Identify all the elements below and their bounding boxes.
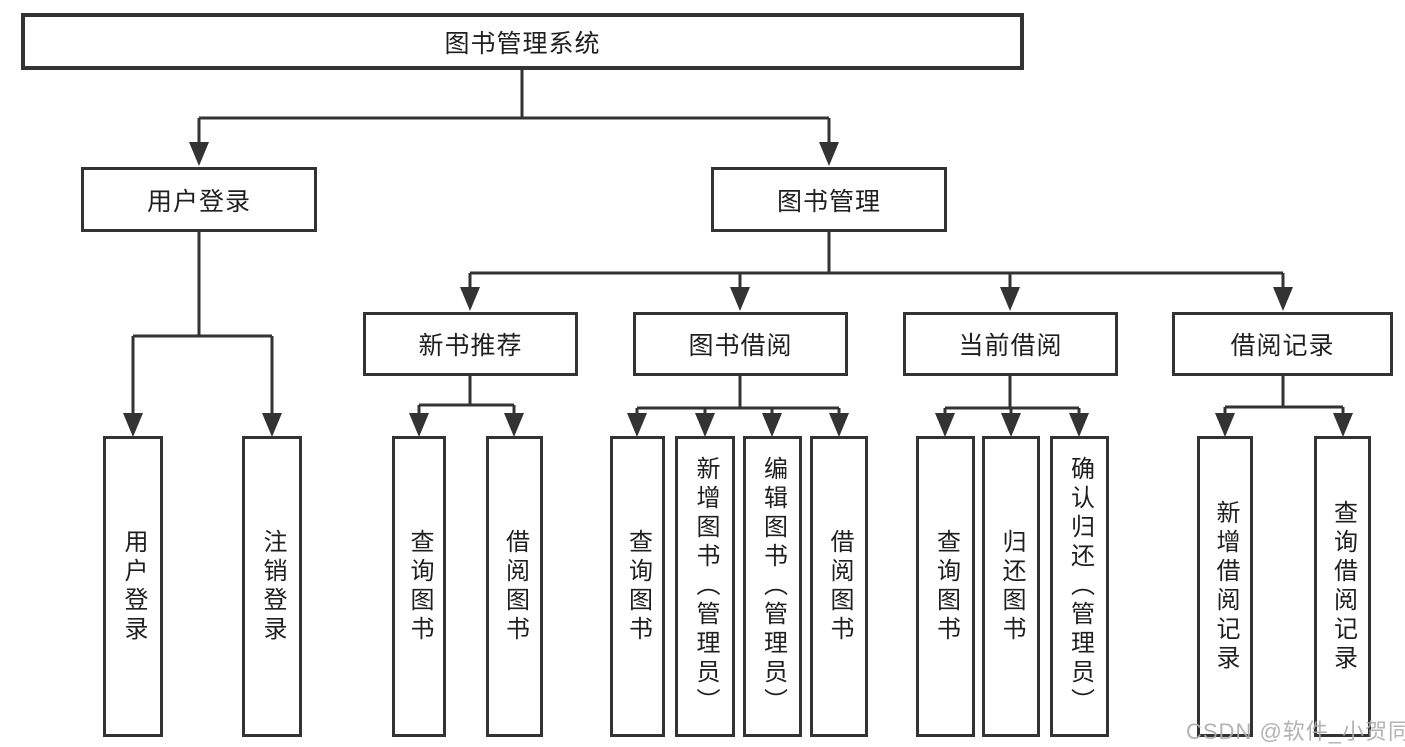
node-new-book-recommendation: 新书推荐 <box>363 312 578 376</box>
node-label: 当前借阅 <box>958 332 1063 360</box>
node-label: 图书管理 <box>776 187 881 216</box>
arrow-down-icon <box>504 413 524 437</box>
arrow-down-icon <box>695 413 715 437</box>
node-user-login: 用户登录 <box>81 167 317 232</box>
leaf-label: 归还图书 <box>998 528 1025 645</box>
leaf-query-books-borrowing: 查询图书 <box>610 436 665 737</box>
arrow-down-icon <box>1333 413 1353 437</box>
arrow-down-icon <box>123 413 143 437</box>
arrowheads <box>123 142 1353 437</box>
watermark-text: CSDN @软件_小贺同学 <box>1186 719 1405 744</box>
node-book-management: 图书管理 <box>711 167 947 232</box>
arrow-down-icon <box>762 413 782 437</box>
arrow-down-icon <box>460 287 480 311</box>
arrow-down-icon <box>819 142 839 166</box>
leaf-edit-books-admin: 编辑图书（管理员） <box>743 436 802 737</box>
node-current-borrowing: 当前借阅 <box>903 312 1118 376</box>
arrow-down-icon <box>1215 413 1235 437</box>
arrow-down-icon <box>189 142 209 166</box>
node-library-management-system: 图书管理系统 <box>21 13 1024 70</box>
node-label: 借阅记录 <box>1230 332 1335 360</box>
leaf-user-login: 用户登录 <box>103 436 163 737</box>
leaf-label: 查询图书 <box>624 528 652 645</box>
node-borrowing-records: 借阅记录 <box>1172 312 1393 376</box>
arrow-down-icon <box>409 413 429 437</box>
leaf-borrow-books: 借阅图书 <box>810 436 868 737</box>
arrow-down-icon <box>829 413 849 437</box>
leaf-add-books-admin: 新增图书（管理员） <box>675 436 735 737</box>
leaf-label: 借阅图书 <box>501 528 529 645</box>
leaf-label: 注销登录 <box>259 528 286 645</box>
leaf-label: 查询图书 <box>932 528 960 645</box>
node-label: 图书借阅 <box>688 332 793 360</box>
arrow-down-icon <box>1273 287 1293 311</box>
arrow-down-icon <box>627 413 647 437</box>
arrow-down-icon <box>262 413 282 437</box>
arrow-down-icon <box>1000 287 1020 311</box>
leaf-add-borrow-record: 新增借阅记录 <box>1197 436 1253 737</box>
leaf-label: 查询图书 <box>406 528 433 645</box>
leaf-confirm-return-admin: 确认归还（管理员） <box>1050 436 1109 737</box>
leaf-label: 新增借阅记录 <box>1212 499 1239 674</box>
arrow-down-icon <box>730 287 750 311</box>
leaf-label: 用户登录 <box>120 528 147 645</box>
arrow-down-icon <box>1069 413 1089 437</box>
leaf-query-books-recommend: 查询图书 <box>392 436 446 737</box>
node-label: 用户登录 <box>146 187 251 216</box>
leaf-query-books-current: 查询图书 <box>916 436 975 737</box>
arrow-down-icon <box>1001 413 1021 437</box>
node-book-borrowing: 图书借阅 <box>633 312 848 376</box>
leaf-return-books: 归还图书 <box>982 436 1040 737</box>
leaf-borrow-books-recommend: 借阅图书 <box>486 436 543 737</box>
node-label: 图书管理系统 <box>444 29 601 58</box>
leaf-logout: 注销登录 <box>242 436 302 737</box>
arrow-down-icon <box>935 413 955 437</box>
leaf-query-borrow-record: 查询借阅记录 <box>1314 436 1371 737</box>
leaf-label: 新增图书（管理员） <box>692 456 719 717</box>
leaf-label: 确认归还（管理员） <box>1066 456 1094 717</box>
leaf-label: 编辑图书（管理员） <box>759 456 787 717</box>
connector-path <box>131 69 1345 417</box>
node-label: 新书推荐 <box>418 332 523 360</box>
leaf-label: 查询借阅记录 <box>1329 499 1357 674</box>
leaf-label: 借阅图书 <box>826 528 853 645</box>
